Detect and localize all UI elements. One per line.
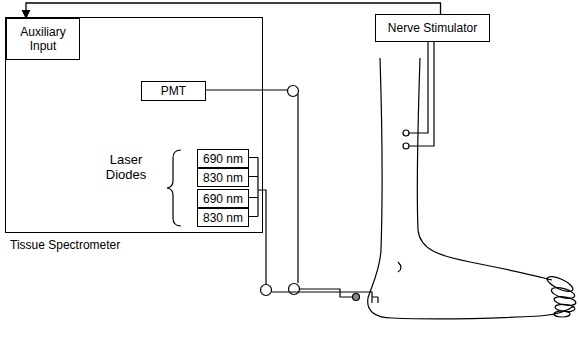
component-box: 690 nm bbox=[197, 189, 249, 208]
box-label: Nerve Stimulator bbox=[388, 21, 477, 35]
component-box: 690 nm bbox=[197, 149, 249, 168]
box-label: 830 nm bbox=[203, 211, 243, 225]
detector-optode bbox=[353, 294, 360, 301]
instrument-box: Tissue SpectrometerAuxiliary InputPMT690… bbox=[5, 17, 263, 233]
component-box: 830 nm bbox=[197, 168, 249, 187]
bracket bbox=[167, 150, 181, 226]
leg-outline bbox=[417, 58, 552, 280]
box-label: PMT bbox=[161, 84, 186, 98]
source-optode bbox=[372, 297, 378, 303]
stimulator-wire bbox=[409, 42, 434, 146]
ankle bbox=[398, 262, 401, 272]
box-label: Auxiliary Input bbox=[7, 25, 79, 53]
fiber-coupler bbox=[289, 284, 300, 295]
device-box: Nerve Stimulator bbox=[375, 14, 490, 42]
box-label: 690 nm bbox=[203, 152, 243, 166]
trigger-connector bbox=[26, 3, 441, 18]
fiber bbox=[248, 158, 266, 285]
fiber-coupler bbox=[261, 285, 272, 296]
electrode bbox=[403, 143, 409, 149]
fiber bbox=[300, 289, 353, 297]
instrument-title: Tissue Spectrometer bbox=[10, 238, 120, 252]
component-box: 830 nm bbox=[197, 208, 249, 227]
fiber bbox=[297, 94, 298, 283]
fiber-coupler bbox=[288, 86, 299, 97]
fiber bbox=[205, 89, 288, 90]
toes bbox=[545, 274, 576, 317]
box-label: 690 nm bbox=[203, 192, 243, 206]
group-label: Laser Diodes bbox=[96, 152, 156, 182]
box-label: 830 nm bbox=[203, 171, 243, 185]
leg-outline bbox=[368, 58, 574, 319]
electrode bbox=[403, 130, 409, 136]
component-box: PMT bbox=[141, 81, 206, 101]
component-box: Auxiliary Input bbox=[6, 18, 80, 60]
